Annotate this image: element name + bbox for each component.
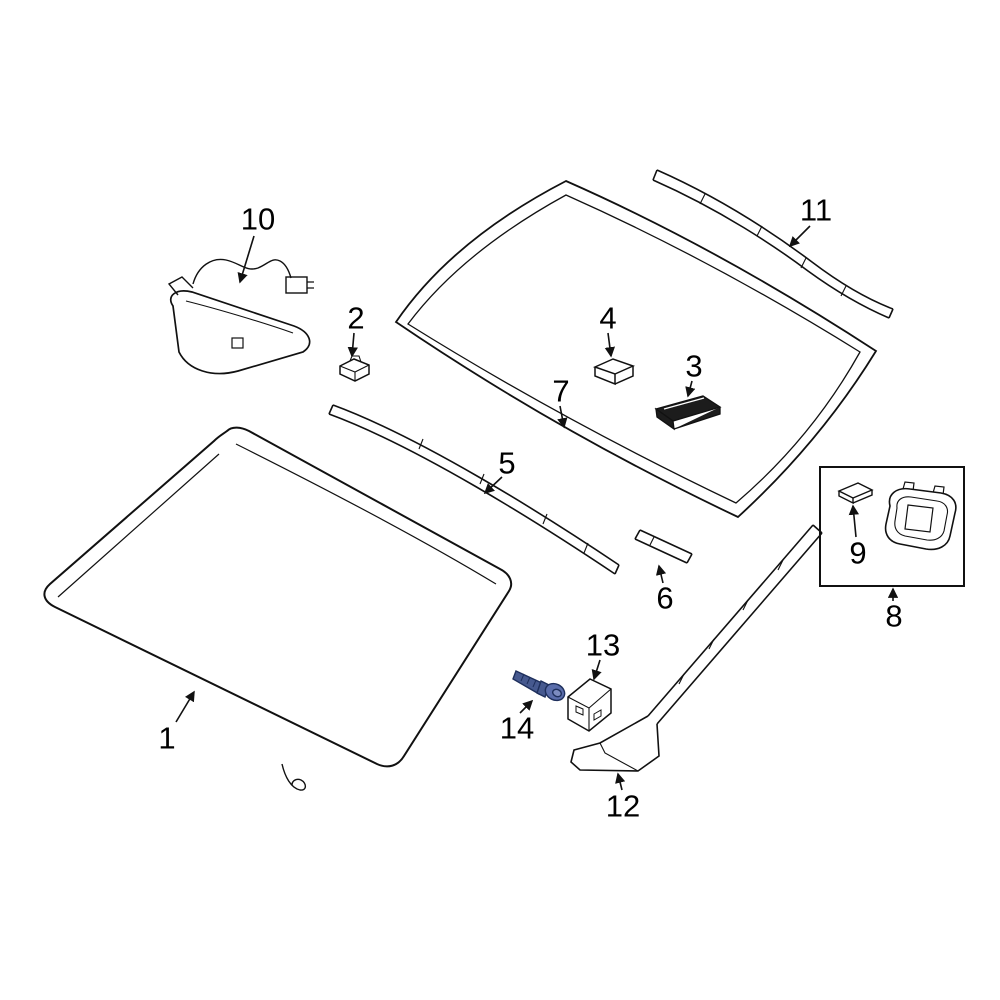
sensor-part8 xyxy=(884,481,957,551)
rearview-mirror xyxy=(167,258,314,375)
leader-arrows xyxy=(175,225,899,791)
windshield-weatherstrip xyxy=(394,180,878,519)
clip-strip-part6 xyxy=(634,529,693,564)
screw-part14-highlighted xyxy=(512,670,566,702)
clip-part2 xyxy=(339,355,370,382)
part-label-9: 9 xyxy=(849,535,867,571)
side-molding-strip xyxy=(570,524,823,772)
part-label-1: 1 xyxy=(158,720,176,756)
part-label-13: 13 xyxy=(585,627,621,663)
windshield-glass xyxy=(43,426,513,791)
upper-molding-strip xyxy=(652,169,894,319)
spacer-part3 xyxy=(654,395,722,431)
part-label-8: 8 xyxy=(885,598,903,634)
part-label-7: 7 xyxy=(552,373,570,409)
lower-molding-strip xyxy=(328,404,620,575)
part-label-5: 5 xyxy=(498,445,516,481)
part-label-4: 4 xyxy=(599,300,617,336)
spacer-part4 xyxy=(592,358,636,386)
part-label-12: 12 xyxy=(605,788,641,824)
retainer-part13 xyxy=(567,678,612,732)
part-label-10: 10 xyxy=(240,201,276,237)
pad-part9 xyxy=(837,482,874,505)
part-label-6: 6 xyxy=(656,580,674,616)
part-label-11: 11 xyxy=(799,192,833,228)
part-label-3: 3 xyxy=(685,348,703,384)
part-label-14: 14 xyxy=(499,710,535,746)
part-label-2: 2 xyxy=(347,300,365,336)
